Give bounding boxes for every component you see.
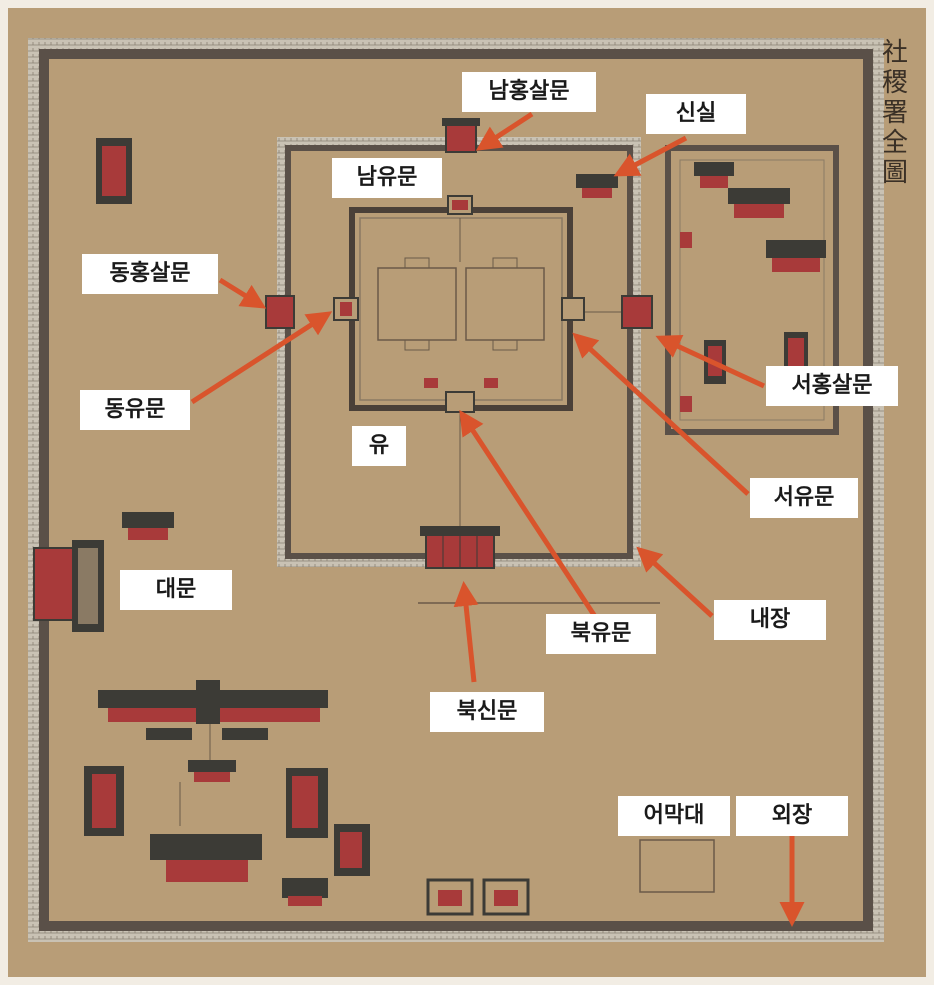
label-seo-yu-mun: 서유문 <box>750 478 858 518</box>
label-yu: 유 <box>352 426 406 466</box>
gate-nam-yu <box>447 195 473 215</box>
label-eomakdae: 어막대 <box>618 796 730 836</box>
altar-sa <box>377 257 457 351</box>
east-annex-wall <box>665 145 839 435</box>
gate-seo-hongsal <box>621 295 653 329</box>
label-oejang: 외장 <box>736 796 848 836</box>
gate-daemun <box>33 540 104 632</box>
label-naejang: 내장 <box>714 600 826 640</box>
label-sinsil: 신실 <box>646 94 746 134</box>
gate-seo-yu <box>561 297 585 321</box>
label-nam-yu-mun: 남유문 <box>332 158 442 198</box>
arrow-buk-sin <box>453 581 479 683</box>
map-title: 社稷署全圖 <box>881 38 908 188</box>
arrow-seo-yu <box>572 332 750 496</box>
gate-buk-yu <box>424 378 498 413</box>
arrow-dong-yu <box>190 311 333 405</box>
arrow-sinsil <box>613 135 688 177</box>
outer-wall <box>28 38 884 942</box>
annotation-arrows <box>190 111 805 927</box>
label-nam-hongsal-mun: 남홍살문 <box>462 72 596 112</box>
arrow-seo-hongsal <box>655 335 766 389</box>
altar-jik <box>465 257 545 351</box>
arrow-naejang <box>636 546 714 618</box>
arrow-dong-hongsal <box>218 277 267 309</box>
label-dong-hongsal-mun: 동홍살문 <box>82 254 218 294</box>
label-buk-sin-mun: 북신문 <box>430 692 544 732</box>
gate-dong-hongsal <box>265 295 295 329</box>
gate-dong-yu <box>333 297 359 321</box>
label-seo-hongsal-mun: 서홍살문 <box>766 366 898 406</box>
buildings <box>84 138 826 916</box>
arrow-nam-hongsal <box>475 111 534 151</box>
arrow-buk-yu <box>459 409 599 620</box>
label-dong-yu-mun: 동유문 <box>80 390 190 430</box>
label-buk-yu-mun: 북유문 <box>546 614 656 654</box>
gate-buk-sin <box>420 526 500 569</box>
label-daemun: 대문 <box>120 570 232 610</box>
gate-nam-hongsal <box>442 118 480 153</box>
